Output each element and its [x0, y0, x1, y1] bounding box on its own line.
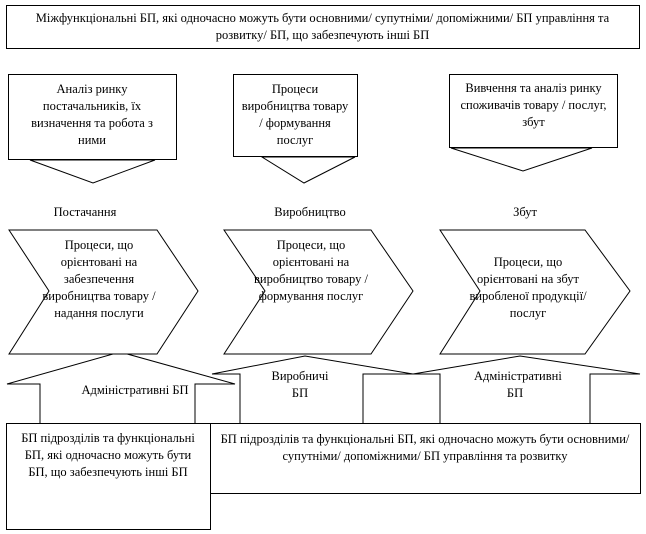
process-chevron-sales	[439, 229, 631, 355]
bottom-right-box-text: БП підрозділів та функціональні БП, які …	[220, 432, 630, 463]
input-box-supply-text: Аналіз ринку постачальників, їх визначен…	[31, 82, 153, 147]
process-chevron-supply	[8, 229, 199, 355]
down-arrow-production	[260, 156, 356, 184]
up-arrow-admin-right	[412, 355, 641, 426]
process-chevron-supply-text: Процеси, що орієнтовані на забезпечення …	[42, 238, 156, 320]
up-arrow-production	[211, 355, 414, 426]
input-box-sales	[449, 74, 618, 148]
down-arrow-sales	[450, 147, 593, 172]
bottom-left-box-text: БП підрозділів та функціональні БП, які …	[21, 431, 195, 479]
down-arrow-supply	[29, 159, 156, 184]
top-box-text: Міжфункціональні БП, які одночасно можут…	[35, 11, 610, 42]
support-arrow-production-label: Виробничі БП	[271, 369, 329, 400]
input-box-sales-text: Вивчення та аналіз ринку споживачів това…	[460, 81, 607, 129]
support-arrow-admin-right-label: Адміністративні БП	[474, 369, 562, 400]
input-box-production-text: Процеси виробництва товару / формування …	[241, 82, 349, 147]
support-arrow-admin-left-label: Адміністративні БП	[81, 383, 189, 397]
stage-title-production: Виробництво	[274, 205, 346, 219]
stage-title-sales: Збут	[513, 205, 537, 219]
up-arrow-admin-left	[6, 351, 236, 426]
process-chevron-production-text: Процеси, що орієнтовані на виробництво т…	[254, 238, 368, 303]
bottom-right-box	[210, 423, 641, 494]
top-box	[6, 5, 640, 49]
input-box-production	[233, 74, 358, 157]
bottom-left-box	[6, 423, 211, 530]
process-chevron-production	[223, 229, 414, 355]
input-box-supply	[8, 74, 177, 160]
stage-title-supply: Постачання	[53, 205, 117, 219]
process-chevron-sales-text: Процеси, що орієнтовані на збут вироблен…	[469, 255, 587, 320]
